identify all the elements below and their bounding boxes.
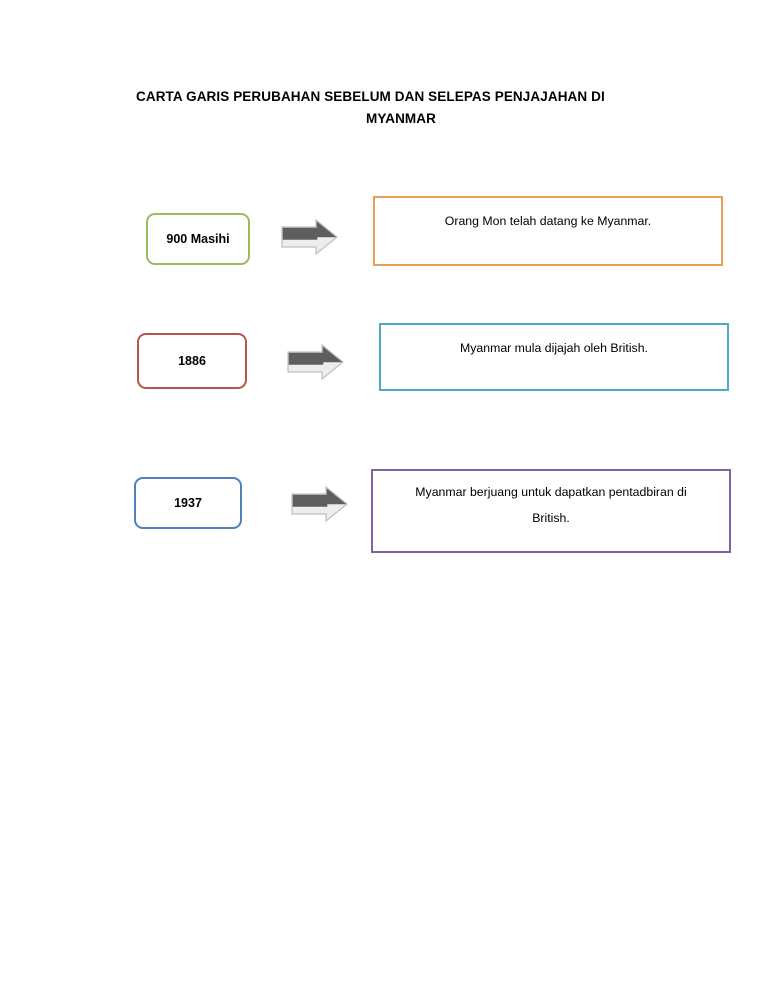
event-text: Myanmar berjuang untuk dapatkan pentadbi… (385, 479, 717, 531)
event-text: Orang Mon telah datang ke Myanmar. (387, 208, 709, 234)
year-box-900-masihi: 900 Masihi (146, 213, 250, 265)
year-label: 900 Masihi (166, 231, 230, 246)
event-box-1937: Myanmar berjuang untuk dapatkan pentadbi… (371, 469, 731, 553)
right-arrow-icon (286, 343, 346, 383)
timeline-row: 900 Masihi Orang Mon telah datang ke Mya… (0, 190, 768, 290)
right-arrow-icon (290, 485, 350, 525)
event-text-line: Orang Mon telah datang ke Myanmar. (444, 214, 652, 228)
page-title: CARTA GARIS PERUBAHAN SEBELUM DAN SELEPA… (136, 86, 666, 130)
year-box-1886: 1886 (137, 333, 247, 389)
timeline-row: 1886 Myanmar mula dijajah oleh British. (0, 315, 768, 415)
event-text-line: Myanmar berjuang untuk dapatkan pentadbi… (415, 485, 687, 499)
event-box-1886: Myanmar mula dijajah oleh British. (379, 323, 729, 391)
event-text: Myanmar mula dijajah oleh British. (393, 335, 715, 361)
right-arrow-icon (280, 218, 340, 258)
year-label: 1937 (174, 495, 202, 510)
year-label: 1886 (178, 353, 206, 368)
event-text-line: Myanmar mula dijajah oleh British. (460, 341, 648, 355)
timeline-row: 1937 Myanmar berjuang untuk dapatkan pen… (0, 465, 768, 575)
event-box-900-masihi: Orang Mon telah datang ke Myanmar. (373, 196, 723, 266)
event-text-line: British. (532, 511, 570, 525)
year-box-1937: 1937 (134, 477, 242, 529)
page-title-line-1: CARTA GARIS PERUBAHAN SEBELUM DAN SELEPA… (136, 89, 605, 104)
page-title-line-2: MYANMAR (366, 111, 436, 126)
